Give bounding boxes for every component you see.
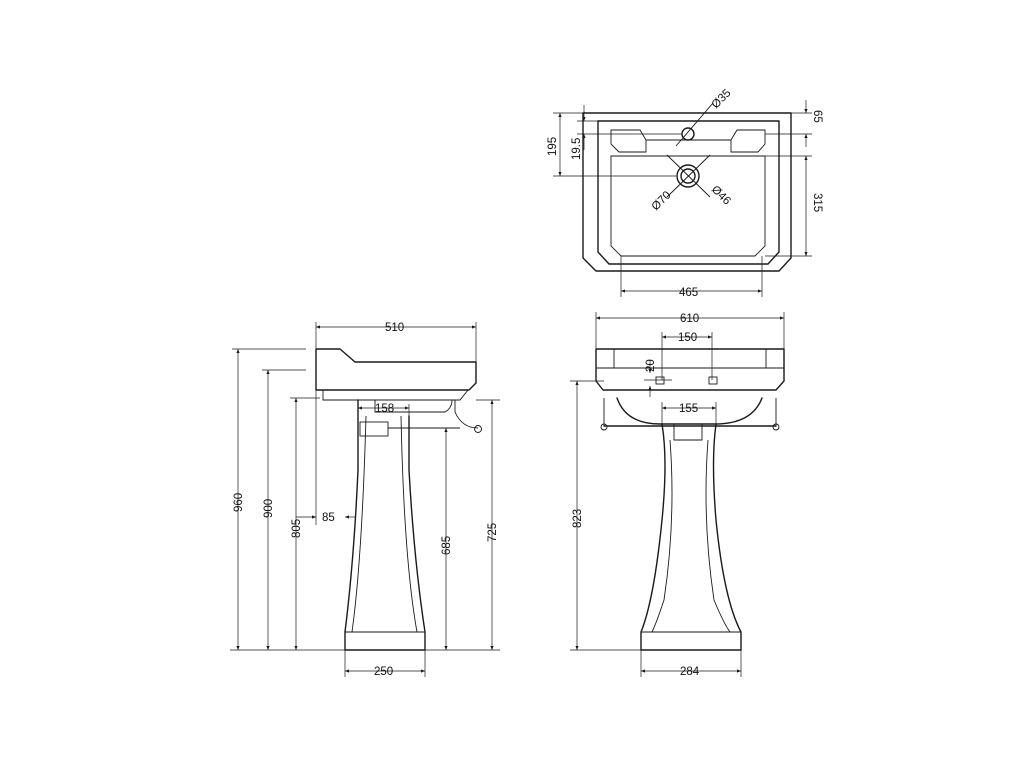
side-pedestal [344, 399, 426, 651]
dim-rim-depth: 65 [811, 110, 823, 123]
side-view: 510 158 960 900 805 85 685 725 250 [230, 322, 500, 678]
dim-basin-width: 610 [680, 313, 699, 325]
dim-trap-height-low: 685 [441, 536, 453, 555]
front-view: 610 150 20 155 823 284 [570, 312, 785, 678]
dim-tap-centre-spacing: 150 [678, 332, 697, 344]
dim-depth-total: 195 [547, 137, 559, 156]
dim-overall-height: 960 [233, 493, 245, 512]
top-view: Ø35 195 19.5 65 315 Ø70 Ø46 465 [547, 87, 823, 299]
dim-waste-outer-dia: Ø70 [650, 189, 674, 213]
dim-basin-depth: 510 [385, 322, 404, 334]
dim-tap-hole-dia: Ø35 [710, 87, 734, 111]
waste-inner [680, 168, 696, 184]
dim-depth-to-tap: 19.5 [571, 138, 583, 160]
tap-hole [681, 127, 695, 141]
dim-bowl-depth: 315 [811, 193, 823, 212]
front-basin-outline [595, 348, 785, 391]
front-bowl-underside [616, 397, 763, 425]
dim-bowl-base-height: 805 [291, 519, 303, 538]
dim-waste-offset: 158 [375, 403, 394, 415]
dim-tap-rise: 20 [645, 359, 657, 372]
bowl-inner-edge [610, 155, 766, 257]
dim-wall-offset: 85 [322, 512, 335, 524]
dim-side-pedestal-width: 250 [374, 666, 393, 678]
waste-outer [676, 164, 700, 188]
front-pedestal [640, 423, 742, 651]
dim-rim-height: 900 [263, 499, 275, 518]
dim-waste-inner-dia: Ø46 [709, 184, 733, 208]
dim-rail-height: 823 [572, 509, 584, 528]
dim-waste-width: 155 [679, 403, 698, 415]
side-basin-outline [315, 348, 477, 391]
basin-rim-outline [582, 112, 792, 272]
tap-ledge [610, 129, 647, 153]
basin-bowl-outline [597, 120, 780, 265]
dim-front-pedestal-width: 284 [680, 666, 700, 678]
dim-trap-height-high: 725 [487, 523, 499, 542]
dim-bowl-width: 465 [679, 287, 698, 299]
